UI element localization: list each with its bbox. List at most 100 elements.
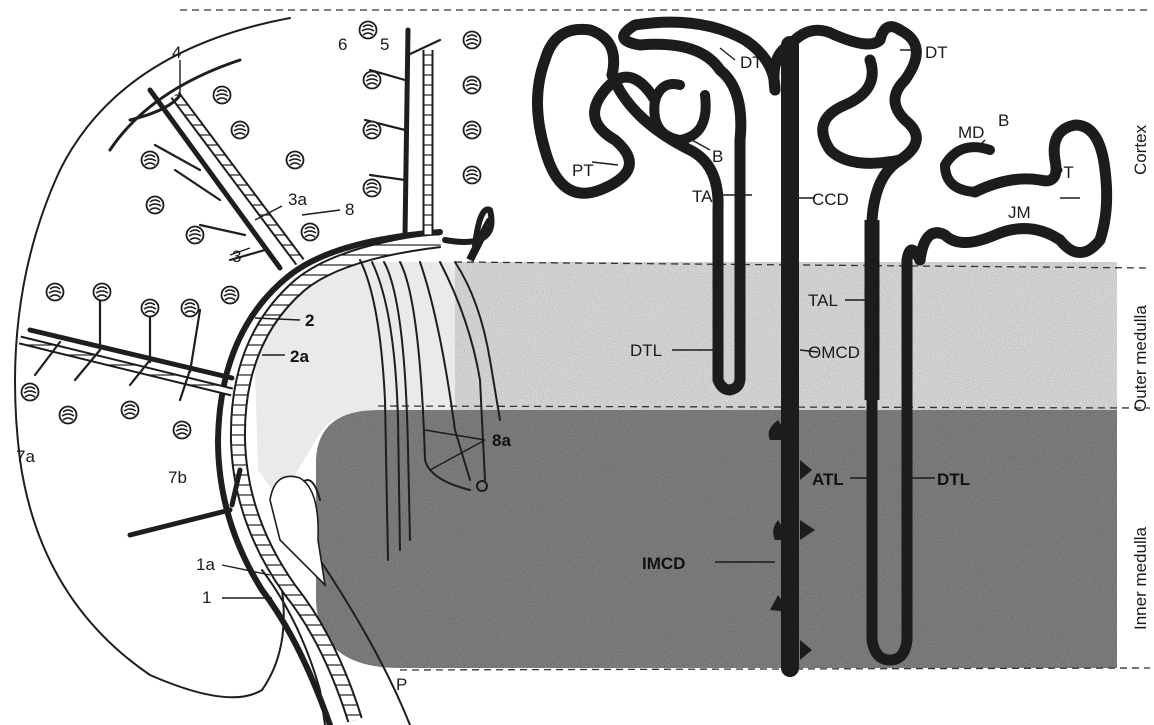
glomerulus: [230, 120, 250, 140]
glomerulus: [300, 222, 320, 242]
outer-medulla-kidney-shade: [255, 262, 455, 500]
glomerulus: [172, 420, 192, 440]
glomerulus: [45, 282, 65, 302]
kidney-outline: [14, 17, 411, 725]
cortical-artery-left: [27, 327, 235, 381]
label-cortex: Cortex: [1131, 124, 1150, 175]
nephron-left: [532, 16, 781, 396]
leader-lines: [179, 47, 1080, 599]
glomerulus: [362, 70, 382, 90]
glomerulus: [58, 405, 78, 425]
cortical-vein-left-inner: [19, 337, 233, 395]
label-atl: ATL: [812, 470, 844, 489]
cortical-artery-vertical: [402, 27, 411, 238]
pelvis-fat: [269, 475, 327, 588]
label-pt-left: PT: [572, 161, 594, 180]
branch-lower-stub: [229, 467, 243, 508]
glomerulus: [462, 165, 482, 185]
interlobar-artery: [215, 229, 443, 725]
glomerulus: [145, 195, 165, 215]
cortical-vessels: [18, 27, 442, 402]
zone-dividers: [180, 9, 1151, 671]
label-5: 5: [380, 35, 389, 54]
vascular-labels: 1 1a 2 2a 3 3a 4 5 6 7a 7b 8 8a P: [16, 35, 511, 694]
label-1: 1: [202, 588, 211, 607]
collecting-duct-branch-right: [784, 21, 906, 51]
vasa-recta: [359, 206, 501, 561]
label-3: 3: [232, 247, 241, 266]
label-dt-right: DT: [925, 43, 948, 62]
inner-medulla-grain: [316, 410, 1117, 668]
proximal-tubule-left: [532, 23, 661, 199]
cortical-artery-3: [147, 87, 283, 271]
label-4: 4: [172, 43, 181, 62]
label-7a: 7a: [16, 447, 35, 466]
glomerulus: [358, 20, 378, 40]
glomerulus: [362, 120, 382, 140]
vasa-recta-loop: [442, 206, 495, 248]
label-1a: 1a: [196, 555, 215, 574]
pelvis-outer-wall: [261, 569, 326, 725]
vasa-recta-knot: [476, 480, 488, 492]
label-dtl-right: DTL: [937, 470, 970, 489]
label-2: 2: [305, 311, 314, 330]
interlobar-vein-inner: [231, 234, 441, 722]
label-md: MD: [958, 123, 984, 142]
label-6: 6: [338, 35, 347, 54]
glomerulus: [140, 298, 160, 318]
collecting-duct: [768, 21, 906, 677]
label-pt-right: PT: [1052, 163, 1074, 182]
nephron-right: [817, 24, 1113, 666]
glomerulus: [462, 120, 482, 140]
loop-of-henle-left: [606, 64, 747, 396]
label-ccd: CCD: [812, 190, 849, 209]
stellate-vein-4: [108, 58, 242, 152]
glomerulus: [362, 178, 382, 198]
branch-lower-left: [127, 507, 233, 538]
bowman-capsule-right: [940, 142, 995, 197]
arteriole-twigs: [33, 38, 442, 402]
label-p: P: [396, 675, 407, 694]
label-tal-left: TAL: [692, 187, 722, 206]
label-imcd: IMCD: [642, 554, 685, 573]
main-vessels: [127, 229, 443, 725]
kidney-capsule: [14, 17, 291, 699]
label-dtl-left: DTL: [630, 341, 662, 360]
glomerulus: [20, 382, 40, 402]
glomerulus: [92, 282, 112, 302]
zone-labels: Cortex Outer medulla Inner medulla: [1131, 124, 1150, 630]
label-b-right: B: [998, 111, 1009, 130]
glomerulus: [120, 400, 140, 420]
glomerulus: [180, 298, 200, 318]
label-2a: 2a: [290, 347, 309, 366]
label-tal-right: TAL: [808, 291, 838, 310]
glomerulus: [220, 285, 240, 305]
label-8a: 8a: [492, 431, 511, 450]
cortical-vein-3a-inner: [172, 92, 303, 265]
outer-inner-boundary: [377, 405, 1151, 409]
glomerulus: [462, 75, 482, 95]
vasa-recta-bundle: [359, 259, 501, 561]
zone-backgrounds: [255, 262, 1117, 668]
label-outer-medulla: Outer medulla: [1131, 305, 1150, 412]
glomerulus: [285, 150, 305, 170]
glomerulus: [140, 150, 160, 170]
label-inner-medulla: Inner medulla: [1131, 526, 1150, 630]
bottom-boundary: [399, 667, 1151, 671]
glomerulus: [185, 225, 205, 245]
loop-of-henle-right: [866, 154, 926, 666]
label-3a: 3a: [288, 190, 307, 209]
label-8: 8: [345, 200, 354, 219]
cortex-medulla-boundary: [454, 261, 1151, 269]
glomerulus: [462, 30, 482, 50]
label-omcd: OMCD: [808, 343, 860, 362]
proximal-tubule-right: [914, 119, 1113, 266]
label-7b: 7b: [168, 468, 187, 487]
label-b-left: B: [712, 147, 723, 166]
label-dt-left: DT: [740, 53, 763, 72]
glomerulus: [212, 85, 232, 105]
collecting-duct-bulges: [768, 420, 815, 660]
label-jm: JM: [1008, 203, 1031, 222]
distal-tubule-left: [618, 16, 781, 96]
